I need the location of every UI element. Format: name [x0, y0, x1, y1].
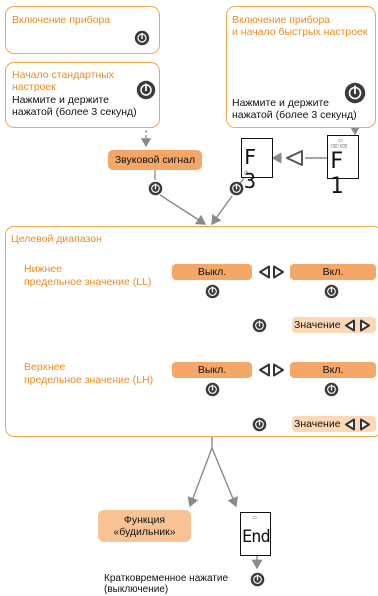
- lh-off-option[interactable]: Выкл.: [172, 362, 252, 378]
- ll-off-option[interactable]: Выкл.: [172, 264, 252, 280]
- alarm-label-line1: Функция: [123, 514, 166, 526]
- standard-setup-title-line1: Начало стандартных: [12, 69, 115, 81]
- alarm-function-box: Функция «будильник»: [98, 510, 191, 542]
- arrow-right-icon[interactable]: [272, 363, 285, 382]
- display-f3-indicator: ◷: [244, 170, 249, 176]
- ll-value-label: Значение: [294, 319, 341, 331]
- ll-label-line1: Нижнее: [24, 263, 62, 275]
- display-f3: F 3 ◷: [241, 138, 273, 193]
- power-button-icon[interactable]: [148, 181, 163, 201]
- arrow-left-icon[interactable]: [282, 149, 306, 172]
- lh-value-field[interactable]: Значение: [292, 416, 376, 432]
- sound-signal-label: Звуковой сигнал: [108, 150, 202, 170]
- ll-value-field[interactable]: Значение: [292, 317, 376, 333]
- press-hold-line2: нажатой (более 3 секунд): [12, 106, 137, 118]
- alarm-label-line2: «будильник»: [113, 526, 176, 538]
- power-button-icon[interactable]: [205, 382, 220, 402]
- short-press-line2: (выключение): [104, 584, 169, 595]
- display-f1: ▭ ▯▯▯ ▯▯▯ F 1: [327, 135, 359, 199]
- arrow-left-icon[interactable]: [258, 363, 271, 382]
- arrow-right-icon[interactable]: [359, 418, 371, 431]
- standard-setup-box: Начало стандартных настроек Нажмите и де…: [5, 62, 160, 128]
- quick-press-line2: нажатой (более 3 секунд): [232, 109, 357, 121]
- power-button-icon[interactable]: [324, 382, 339, 402]
- press-hold-line1: Нажмите и держите: [12, 94, 109, 106]
- power-button-icon[interactable]: [205, 284, 220, 304]
- arrow-left-icon[interactable]: [258, 265, 271, 284]
- power-on-box: Включение прибора: [5, 6, 160, 54]
- arrow-right-icon[interactable]: [359, 319, 371, 332]
- display-f1-range-indicator: ▯▯▯ ▯▯▯: [331, 144, 348, 149]
- target-range-title: Целевой диапазон: [11, 233, 102, 245]
- arrow-right-icon[interactable]: [272, 265, 285, 284]
- quick-setup-title-line1: Включение прибора: [232, 14, 331, 26]
- ll-on-option[interactable]: Вкл.: [290, 264, 376, 280]
- display-f1-top-indicator: ▭: [338, 138, 343, 144]
- display-end-top-indicator: ▭: [252, 515, 257, 521]
- power-button-icon[interactable]: [229, 181, 244, 201]
- power-button-icon[interactable]: [252, 417, 267, 437]
- display-f3-text: F 3: [244, 145, 260, 193]
- display-end: ▭ End: [240, 512, 271, 556]
- standard-setup-title-line2: настроек: [12, 81, 56, 93]
- power-on-label: Включение прибора: [12, 14, 111, 26]
- ll-label-line2: предельное значение (LL): [24, 276, 152, 288]
- quick-setup-box: Включение прибора и начало быстрых настр…: [226, 6, 376, 128]
- power-button-icon[interactable]: [136, 80, 156, 105]
- quick-setup-title-line2: и начало быстрых настроек: [232, 26, 368, 38]
- power-button-icon[interactable]: [344, 82, 366, 109]
- arrow-left-icon[interactable]: [344, 418, 356, 431]
- power-button-icon[interactable]: [134, 30, 150, 51]
- display-f1-text: F 1: [330, 149, 347, 199]
- display-end-text: End: [242, 527, 271, 547]
- lh-label-line1: Верхнее: [24, 361, 66, 373]
- lh-label-line2: предельное значение (LH): [24, 374, 154, 386]
- power-button-icon[interactable]: [324, 284, 339, 304]
- power-button-icon[interactable]: [250, 572, 265, 592]
- arrow-left-icon[interactable]: [344, 319, 356, 332]
- power-button-icon[interactable]: [252, 318, 267, 338]
- lh-value-label: Значение: [294, 418, 341, 430]
- quick-press-line1: Нажмите и держите: [232, 97, 329, 109]
- short-press-line1: Кратковременное нажатие: [104, 573, 229, 584]
- lh-on-option[interactable]: Вкл.: [290, 362, 376, 378]
